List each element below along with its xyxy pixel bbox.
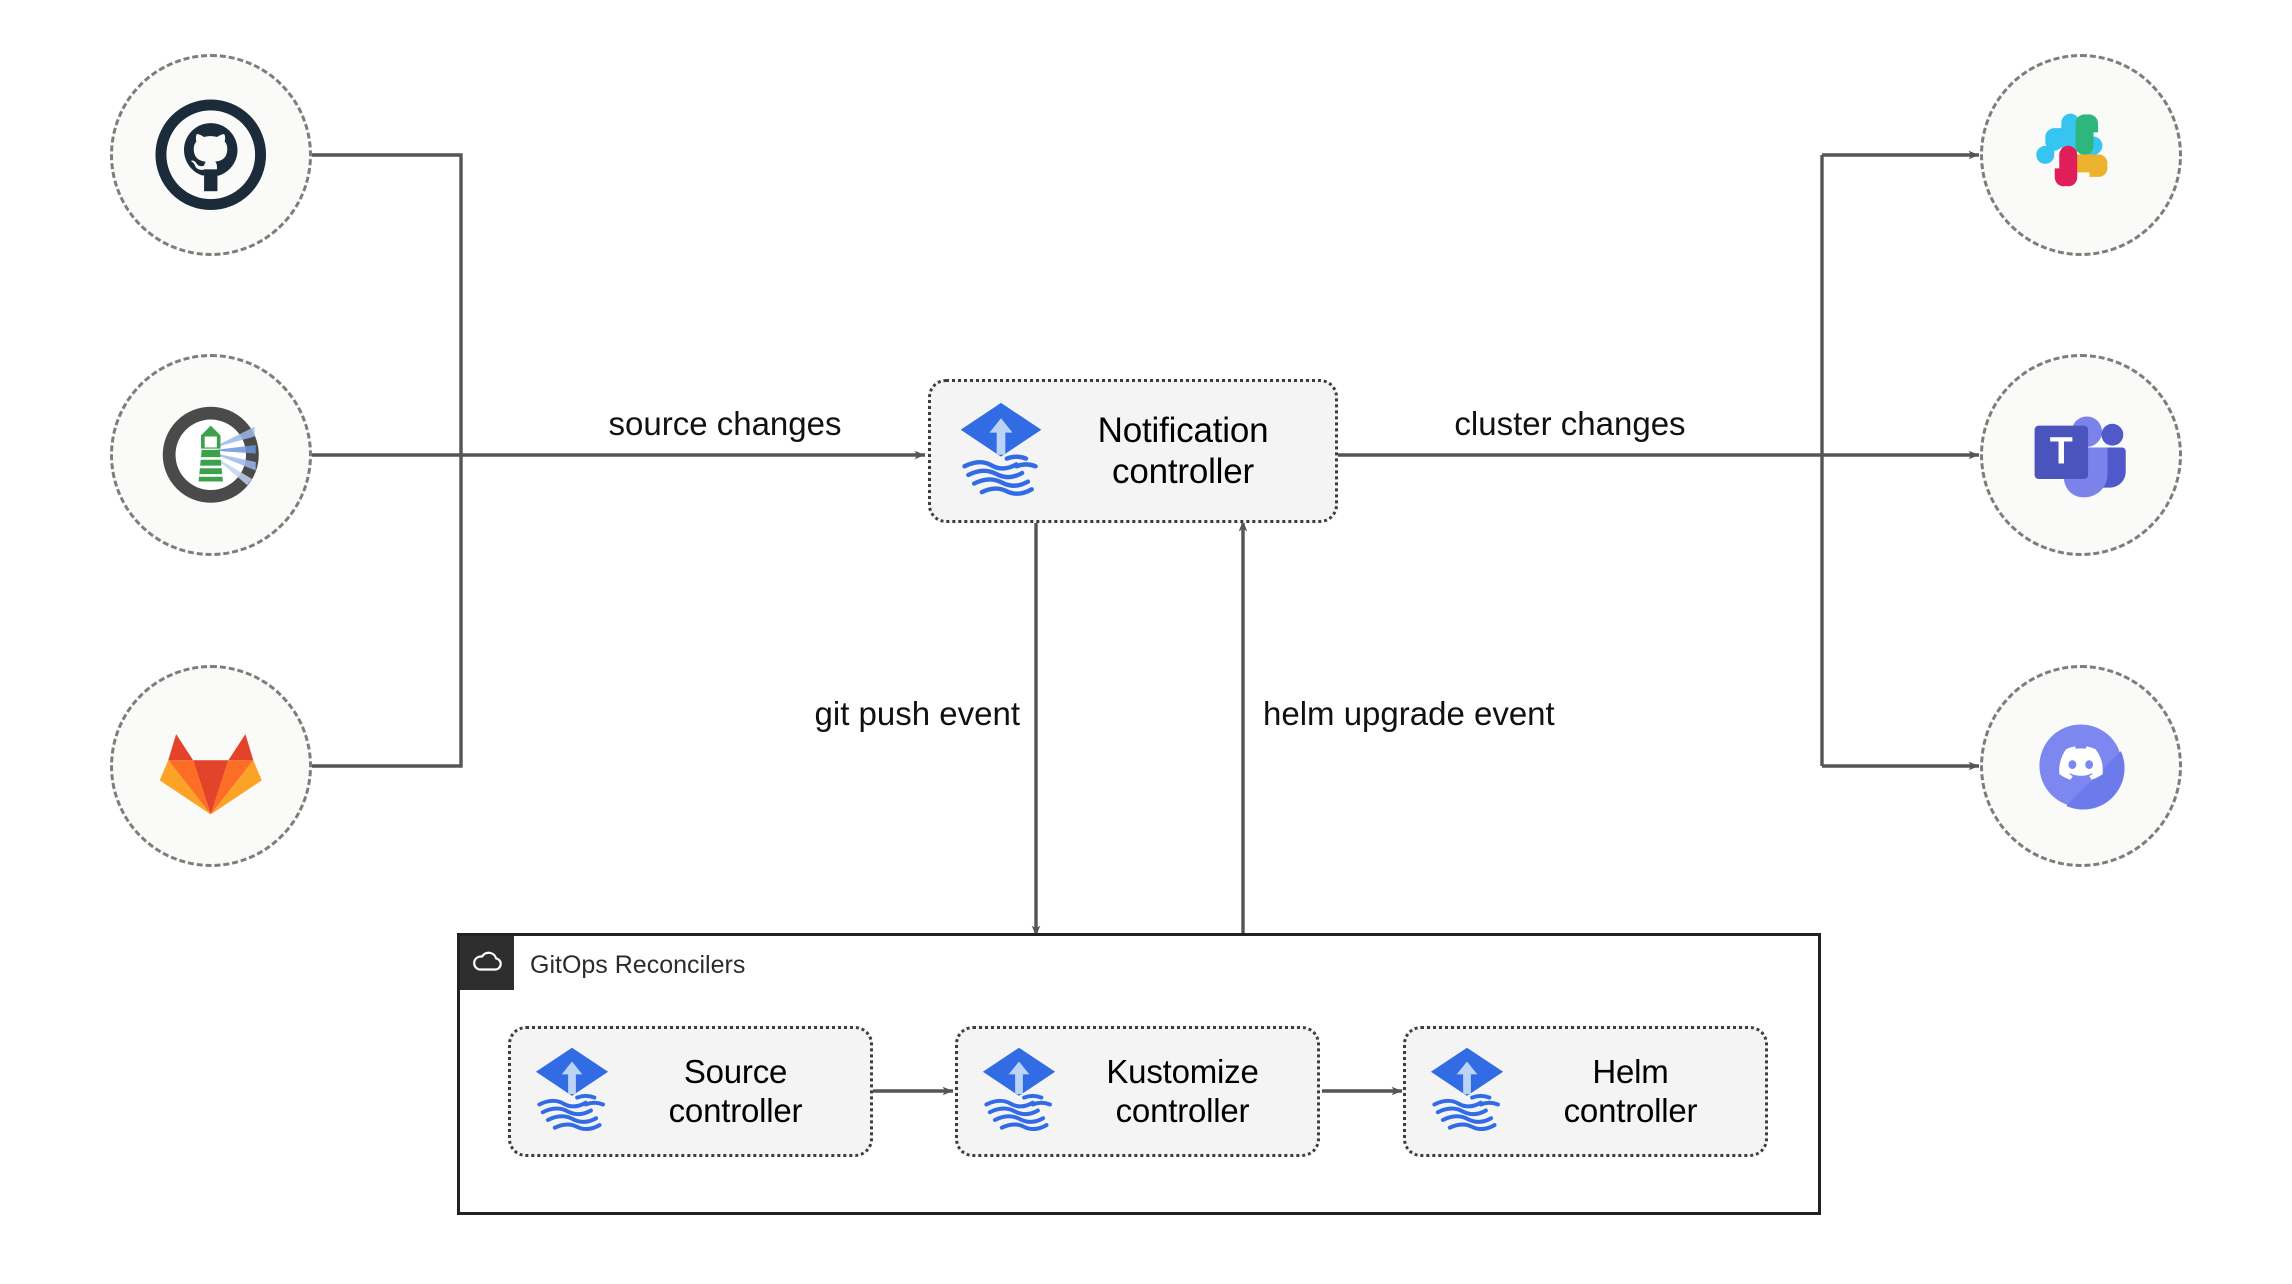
- flux-lighthouse-icon: [150, 394, 272, 516]
- source-controller-label: Source controller: [668, 1052, 803, 1129]
- gitops-reconcilers-title: GitOps Reconcilers: [530, 951, 746, 979]
- flux-logo-icon: [529, 1042, 615, 1141]
- edge-label-cluster-changes: cluster changes: [1454, 405, 1686, 442]
- slack-icon: [2020, 94, 2142, 216]
- kustomize-controller-box[interactable]: Kustomize controller: [955, 1026, 1320, 1157]
- flux-logo-icon: [953, 397, 1049, 506]
- source-node-flux[interactable]: [110, 354, 312, 556]
- github-icon: [150, 94, 272, 216]
- notification-controller-box[interactable]: Notification controller: [928, 379, 1338, 523]
- microsoft-teams-icon: T: [2020, 394, 2142, 516]
- gitops-reconcilers-group: GitOps Reconcilers: [457, 933, 1821, 1215]
- edge-label-helm-upgrade-event: helm upgrade event: [1263, 695, 1555, 732]
- source-controller-box[interactable]: Source controller: [508, 1026, 873, 1157]
- notification-controller-label: Notification controller: [1097, 410, 1269, 491]
- svg-text:T: T: [2050, 429, 2073, 471]
- cloud-icon: [460, 936, 514, 990]
- source-node-gitlab[interactable]: [110, 665, 312, 867]
- flux-logo-icon: [976, 1042, 1062, 1141]
- kustomize-controller-label: Kustomize controller: [1106, 1052, 1259, 1129]
- destination-node-discord[interactable]: [1980, 665, 2182, 867]
- edge-label-source-changes: source changes: [608, 405, 842, 442]
- gitlab-icon: [150, 705, 272, 827]
- discord-icon: [2020, 705, 2142, 827]
- flux-logo-icon: [1424, 1042, 1510, 1141]
- source-node-github[interactable]: [110, 54, 312, 256]
- destination-node-teams[interactable]: T: [1980, 354, 2182, 556]
- destination-node-slack[interactable]: [1980, 54, 2182, 256]
- edge-label-git-push-event: git push event: [814, 695, 1020, 732]
- helm-controller-label: Helm controller: [1563, 1052, 1698, 1129]
- helm-controller-box[interactable]: Helm controller: [1403, 1026, 1768, 1157]
